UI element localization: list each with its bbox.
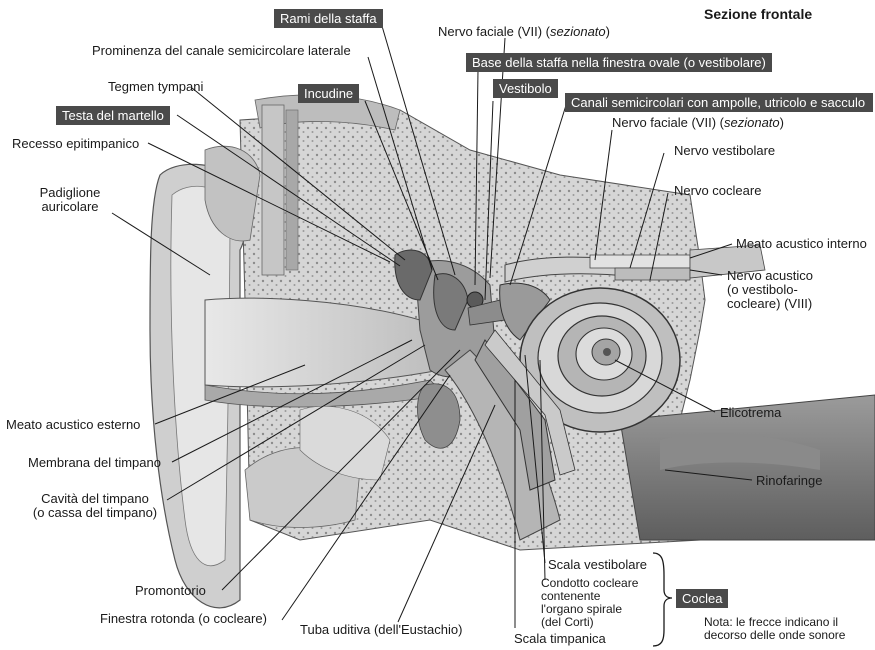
label-tuba: Tuba uditiva (dell'Eustachio)	[300, 623, 462, 637]
label-coclea: Coclea	[676, 589, 728, 608]
label-promontorio: Promontorio	[135, 584, 206, 598]
label-incudine: Incudine	[298, 84, 359, 103]
label-base-staffa: Base della staffa nella finestra ovale (…	[466, 53, 772, 72]
label-nervo-faciale-top: Nervo faciale (VII) (sezionato)	[438, 25, 610, 39]
label-testa-martello: Testa del martello	[56, 106, 170, 125]
label-nervo-faciale-2: Nervo faciale (VII) (sezionato)	[612, 116, 784, 130]
label-scala-vestibolare: Scala vestibolare	[548, 558, 647, 572]
label-vestibolo: Vestibolo	[493, 79, 558, 98]
label-recesso: Recesso epitimpanico	[12, 137, 139, 151]
label-canali: Canali semicircolari con ampolle, utrico…	[565, 93, 873, 112]
label-meato-interno: Meato acustico interno	[736, 237, 867, 251]
label-meato-esterno: Meato acustico esterno	[6, 418, 140, 432]
label-tegmen: Tegmen tympani	[108, 80, 203, 94]
label-rami-staffa: Rami della staffa	[274, 9, 383, 28]
label-elicotrema: Elicotrema	[720, 406, 781, 420]
label-membrana: Membrana del timpano	[28, 456, 161, 470]
label-prominenza: Prominenza del canale semicircolare late…	[92, 44, 351, 58]
label-nervo-cocleare: Nervo cocleare	[674, 184, 761, 198]
coclea-brace	[653, 553, 672, 646]
label-nervo-acustico: Nervo acustico(o vestibolo-cocleare) (VI…	[727, 269, 813, 311]
label-cavita: Cavità del timpano(o cassa del timpano)	[20, 492, 170, 520]
label-rinofaringe: Rinofaringe	[756, 474, 823, 488]
label-nervo-vestibolare: Nervo vestibolare	[674, 144, 775, 158]
label-scala-timpanica: Scala timpanica	[514, 632, 606, 646]
label-finestra-rotonda: Finestra rotonda (o cocleare)	[100, 612, 267, 626]
diagram-title: Sezione frontale	[704, 6, 812, 22]
